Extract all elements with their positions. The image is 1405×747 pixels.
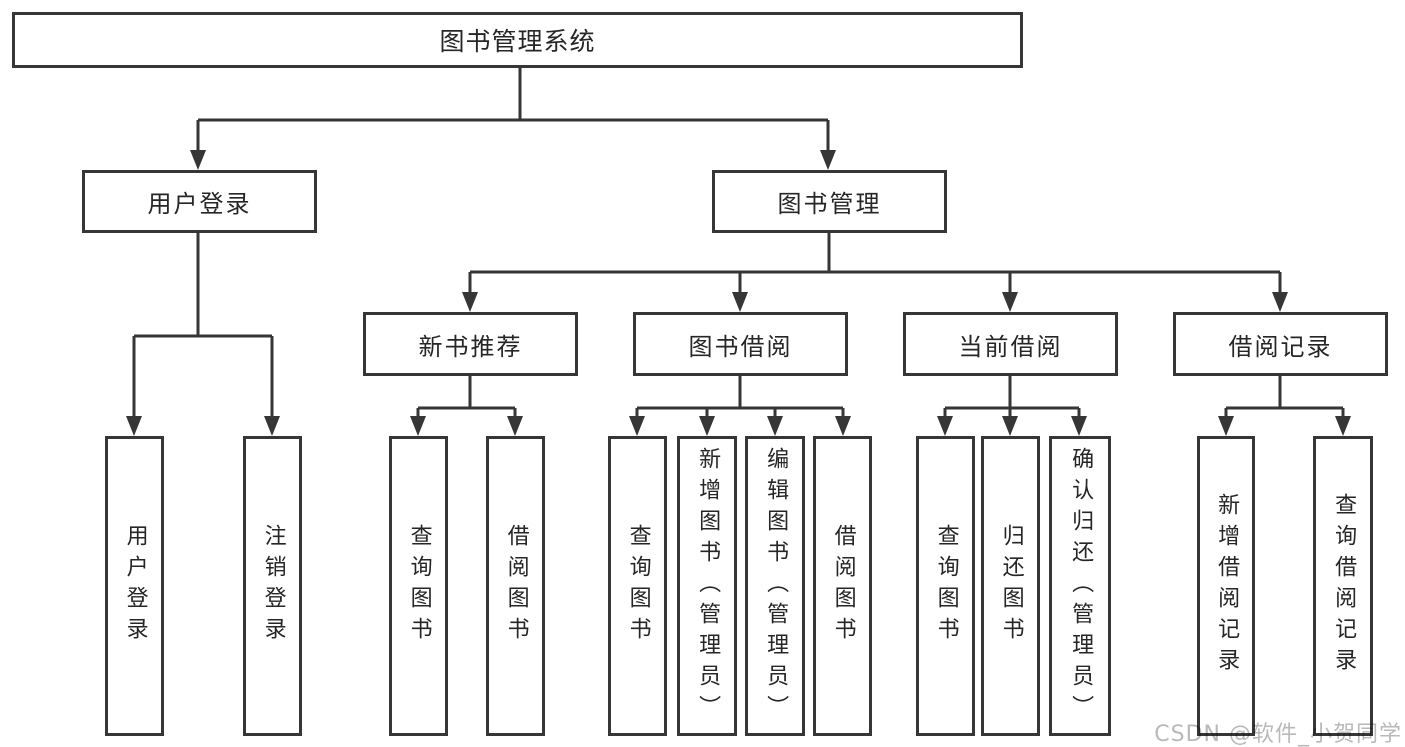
node-library-management-system: 图书管理系统 <box>12 12 1023 68</box>
node-label: 新书推荐 <box>418 332 523 361</box>
node-borrowing-records: 借阅记录 <box>1173 312 1388 376</box>
node-new-book-recommendation: 新书推荐 <box>363 312 578 376</box>
leaf-confirm-return-admin: 确认归还（管理员） <box>1049 436 1111 736</box>
leaf-logout: 注销登录 <box>243 436 302 736</box>
node-label: 用户登录 <box>147 190 252 218</box>
node-label: 图书管理系统 <box>439 27 596 56</box>
node-label: 借阅记录 <box>1228 332 1333 361</box>
node-label: 查询借阅记录 <box>1331 493 1357 679</box>
node-label: 编辑图书（管理员） <box>763 446 789 726</box>
node-label: 新增借阅记录 <box>1214 493 1240 679</box>
node-label: 用户登录 <box>122 524 148 648</box>
leaf-borrow-books-recommend: 借阅图书 <box>486 436 545 736</box>
node-current-borrowing: 当前借阅 <box>903 312 1118 376</box>
node-label: 图书管理 <box>777 190 882 218</box>
node-label: 借阅图书 <box>830 524 856 648</box>
node-label: 当前借阅 <box>958 332 1063 361</box>
node-label: 查询图书 <box>406 524 432 648</box>
node-label: 借阅图书 <box>503 524 529 648</box>
node-label: 归还图书 <box>998 524 1024 648</box>
node-book-management: 图书管理 <box>712 170 947 233</box>
leaf-return-book: 归还图书 <box>981 436 1040 736</box>
leaf-query-books-borrowing: 查询图书 <box>608 436 667 736</box>
node-user-login: 用户登录 <box>82 170 317 233</box>
node-label: 查询图书 <box>625 524 651 648</box>
node-label: 确认归还（管理员） <box>1068 446 1094 726</box>
leaf-user-login: 用户登录 <box>105 436 164 736</box>
leaf-borrow-books: 借阅图书 <box>813 436 872 736</box>
leaf-add-book-admin: 新增图书（管理员） <box>677 436 737 736</box>
leaf-query-books-current: 查询图书 <box>916 436 975 736</box>
node-label: 注销登录 <box>260 524 286 648</box>
leaf-query-borrow-record: 查询借阅记录 <box>1313 436 1373 736</box>
leaf-edit-book-admin: 编辑图书（管理员） <box>745 436 805 736</box>
csdn-watermark: CSDN @软件_小贺同学 <box>1154 722 1402 747</box>
leaf-add-borrow-record: 新增借阅记录 <box>1197 436 1255 736</box>
node-book-borrowing: 图书借阅 <box>633 312 848 376</box>
node-label: 图书借阅 <box>688 332 793 361</box>
node-label: 查询图书 <box>933 524 959 648</box>
leaf-query-books-recommend: 查询图书 <box>389 436 448 736</box>
node-label: 新增图书（管理员） <box>695 446 721 726</box>
